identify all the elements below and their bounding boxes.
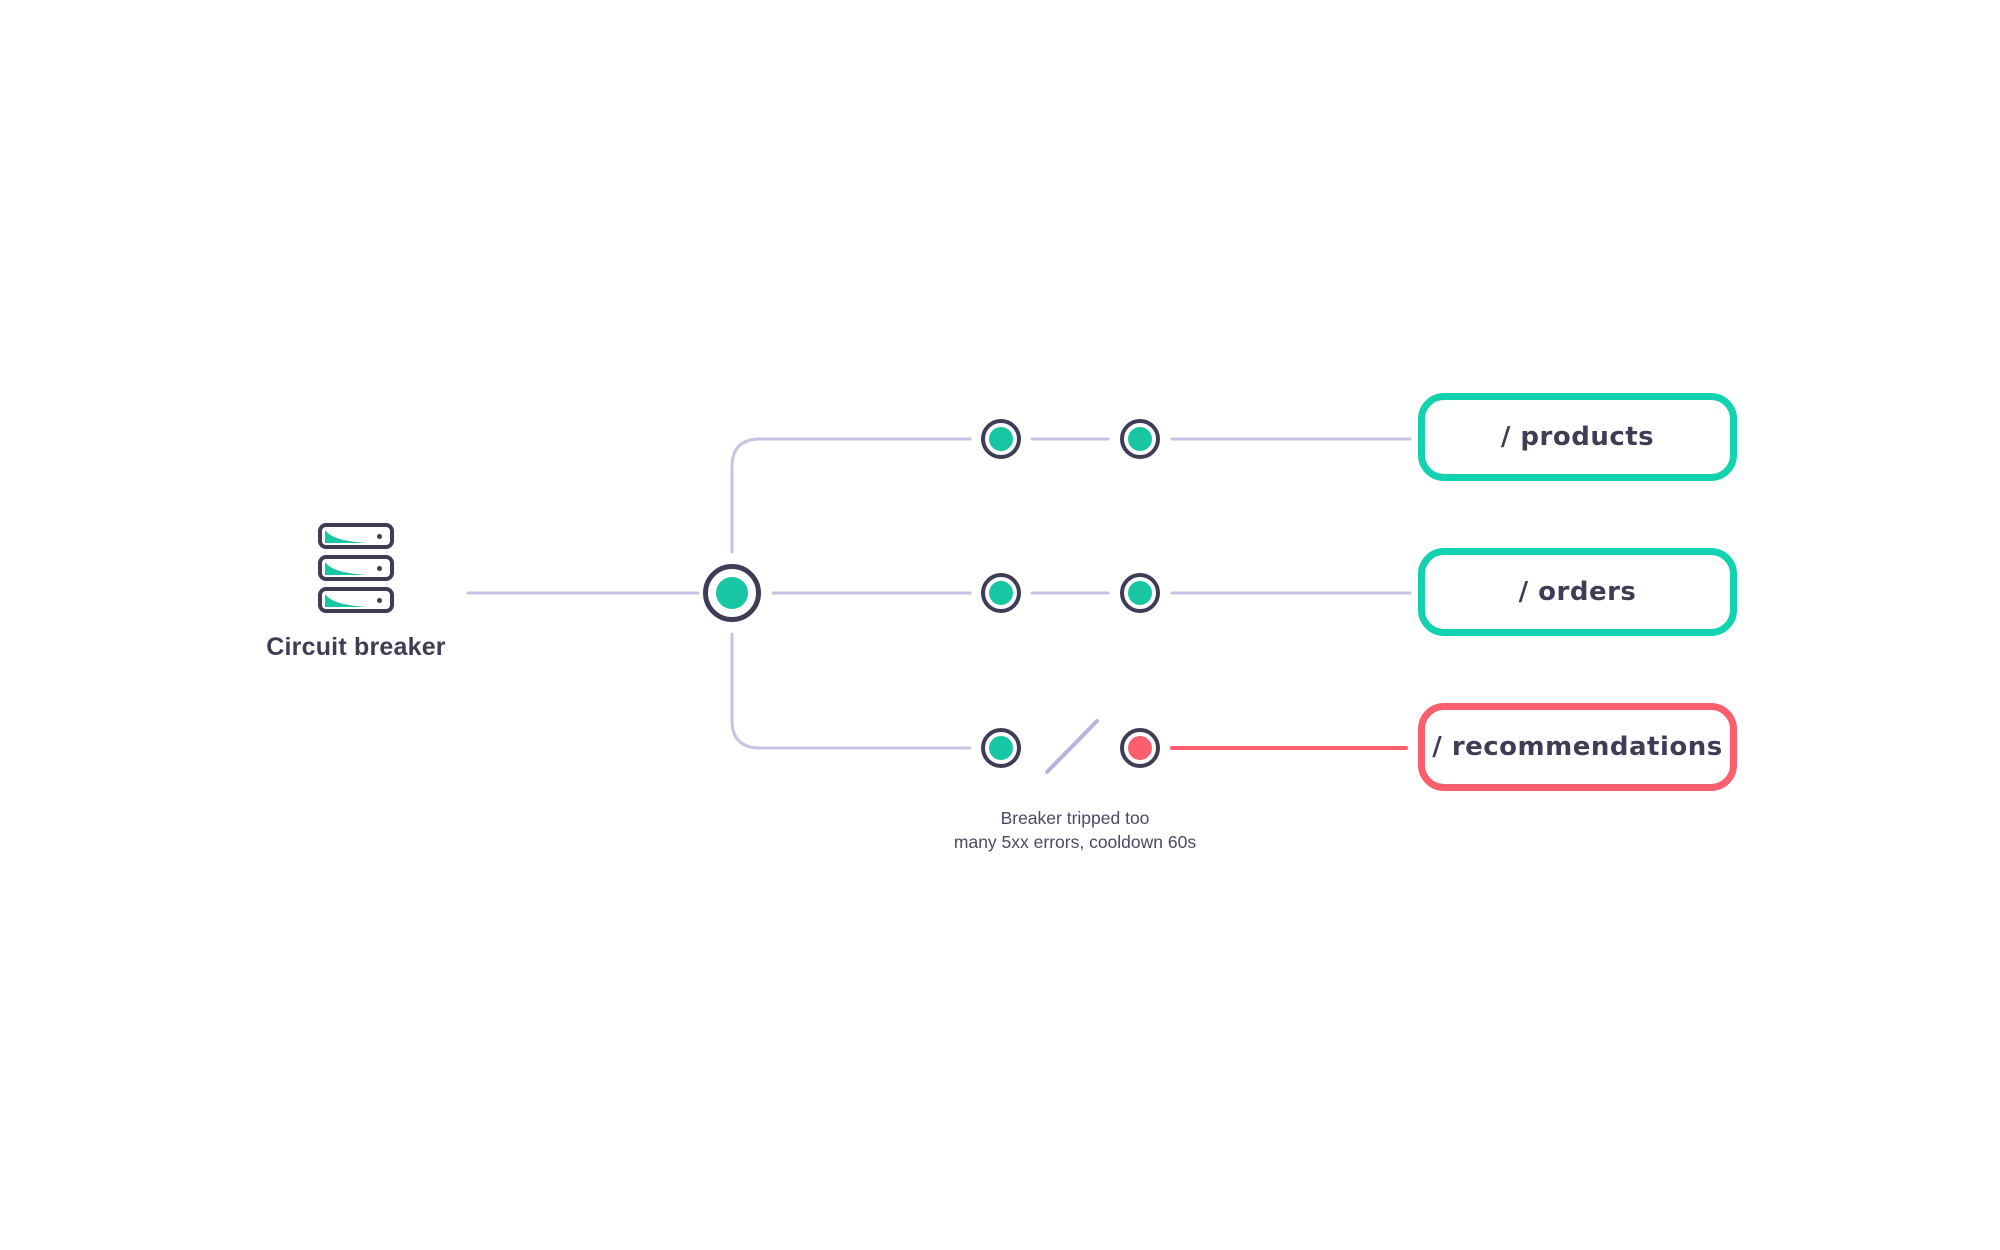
breaker-core-closed bbox=[989, 736, 1013, 760]
hub-breaker-core bbox=[716, 577, 748, 609]
recommendations-breaker-node-b bbox=[1120, 728, 1160, 768]
server-stack-icon bbox=[318, 523, 394, 619]
breaker-core-closed bbox=[1128, 427, 1152, 451]
annotation-line-1: Breaker tripped too bbox=[1000, 808, 1150, 828]
server-led bbox=[377, 533, 382, 539]
server-unit bbox=[318, 523, 394, 549]
activity-sparkline-icon bbox=[325, 594, 368, 607]
wire-hub-to-route-recommendations bbox=[730, 632, 972, 750]
source-label: Circuit breaker bbox=[266, 633, 446, 661]
endpoint-label: / orders bbox=[1518, 577, 1637, 607]
recommendations-breaker-node-a bbox=[981, 728, 1021, 768]
breaker-core-open bbox=[1128, 736, 1152, 760]
breaker-core-closed bbox=[989, 581, 1013, 605]
server-unit bbox=[318, 555, 394, 581]
endpoint-recommendations: / recommendations bbox=[1418, 703, 1737, 791]
activity-sparkline-icon bbox=[325, 562, 368, 575]
open-breaker-slash-icon bbox=[1045, 719, 1099, 774]
endpoint-orders: / orders bbox=[1418, 548, 1737, 636]
orders-breaker-node-a bbox=[981, 573, 1021, 613]
server-led bbox=[377, 597, 382, 603]
orders-breaker-node-b bbox=[1120, 573, 1160, 613]
products-breaker-node-a bbox=[981, 419, 1021, 459]
server-unit bbox=[318, 587, 394, 613]
products-breaker-node-b bbox=[1120, 419, 1160, 459]
breaker-core-closed bbox=[989, 427, 1013, 451]
endpoint-label: / recommendations bbox=[1432, 732, 1723, 762]
wire-hub-to-route-products bbox=[730, 437, 972, 554]
endpoint-label: / products bbox=[1500, 422, 1655, 452]
endpoint-products: / products bbox=[1418, 393, 1737, 481]
breaker-core-closed bbox=[1128, 581, 1152, 605]
breaker-annotation: Breaker tripped too many 5xx errors, coo… bbox=[920, 806, 1230, 854]
server-led bbox=[377, 565, 382, 571]
hub-breaker-node bbox=[703, 564, 761, 622]
activity-sparkline-icon bbox=[325, 530, 368, 543]
annotation-line-2: many 5xx errors, cooldown 60s bbox=[953, 832, 1197, 852]
